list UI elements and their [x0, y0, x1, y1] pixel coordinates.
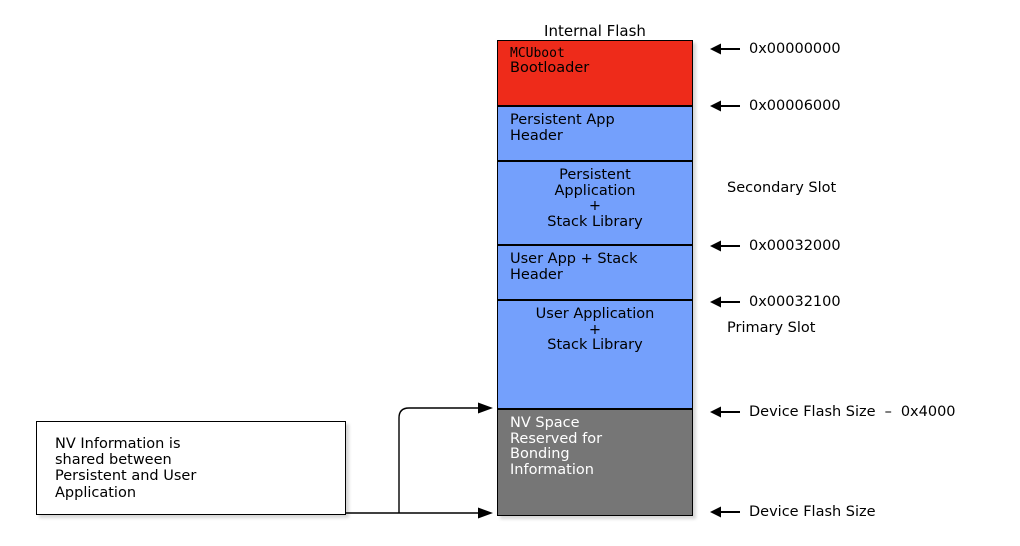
address-label: 0x00000000	[749, 41, 841, 57]
block-label-mcuboot-line2: Bootloader	[510, 60, 590, 77]
block-label-persist-header-line2: Header	[510, 127, 563, 144]
block-label-nv-line1: NV Space	[510, 415, 580, 431]
arrow-left-icon	[710, 295, 740, 309]
address-marker-device-flash-size-minus-0x4000: Device Flash Size – 0x4000	[710, 404, 956, 420]
address-label: 0x00032100	[749, 294, 841, 310]
memory-block-persistent-app-header: Persistent App Header	[497, 106, 693, 161]
memory-block-mcuboot: MCUboot Bootloader	[497, 40, 693, 106]
address-marker-0x00006000: 0x00006000	[710, 98, 841, 114]
address-label: Device Flash Size	[749, 504, 876, 520]
address-label: 0x00032000	[749, 238, 841, 254]
block-label-nv-line2: Reserved for	[510, 430, 603, 447]
note-line3: Persistent and User	[55, 468, 197, 485]
block-label-user-header-line1: User App + Stack	[510, 251, 638, 267]
address-offset: 0x4000	[900, 404, 956, 420]
block-label-user-header-line2: Header	[510, 266, 563, 283]
address-label: Device Flash Size	[749, 404, 876, 420]
arrow-left-icon	[710, 405, 740, 419]
arrow-left-icon	[710, 42, 740, 56]
address-marker-0x00000000: 0x00000000	[710, 41, 841, 57]
memory-block-user-app-header: User App + Stack Header	[497, 245, 693, 300]
note-callout-box: NV Information is shared between Persist…	[36, 421, 346, 515]
address-label: 0x00006000	[749, 98, 841, 114]
minus-sign: –	[884, 404, 892, 420]
slot-label-secondary: Secondary Slot	[727, 180, 837, 196]
address-marker-0x00032100: 0x00032100	[710, 294, 841, 310]
slot-label-primary: Primary Slot	[727, 320, 816, 336]
memory-block-persistent-application: Persistent Application + Stack Library	[497, 161, 693, 245]
block-label-persist-app-line4: Stack Library	[547, 213, 643, 230]
address-marker-device-flash-size: Device Flash Size	[710, 504, 876, 520]
memory-map-title: Internal Flash	[544, 22, 646, 40]
note-line4: Application	[55, 484, 137, 501]
address-marker-0x00032000: 0x00032000	[710, 238, 841, 254]
block-label-nv-line4: Information	[510, 461, 594, 478]
block-label-user-app-line1: User Application	[535, 306, 655, 322]
block-label-user-app-line2: +	[588, 321, 602, 338]
memory-block-nv-space: NV Space Reserved for Bonding Informatio…	[497, 409, 693, 516]
block-label-mcuboot-line1: MCUboot	[510, 46, 565, 61]
note-line1: NV Information is	[55, 436, 181, 452]
block-label-persist-app-line2: Application	[554, 182, 636, 199]
memory-block-user-application: User Application + Stack Library	[497, 300, 693, 409]
block-label-persist-app-line1: Persistent	[559, 167, 631, 183]
block-label-user-app-line3: Stack Library	[547, 337, 643, 354]
block-label-nv-line3: Bonding	[510, 446, 570, 463]
block-label-persist-header-line1: Persistent App	[510, 112, 615, 128]
arrow-left-icon	[710, 505, 740, 519]
block-label-persist-app-line3: +	[588, 198, 602, 215]
arrow-left-icon	[710, 239, 740, 253]
arrow-left-icon	[710, 99, 740, 113]
note-line2: shared between	[55, 452, 172, 469]
